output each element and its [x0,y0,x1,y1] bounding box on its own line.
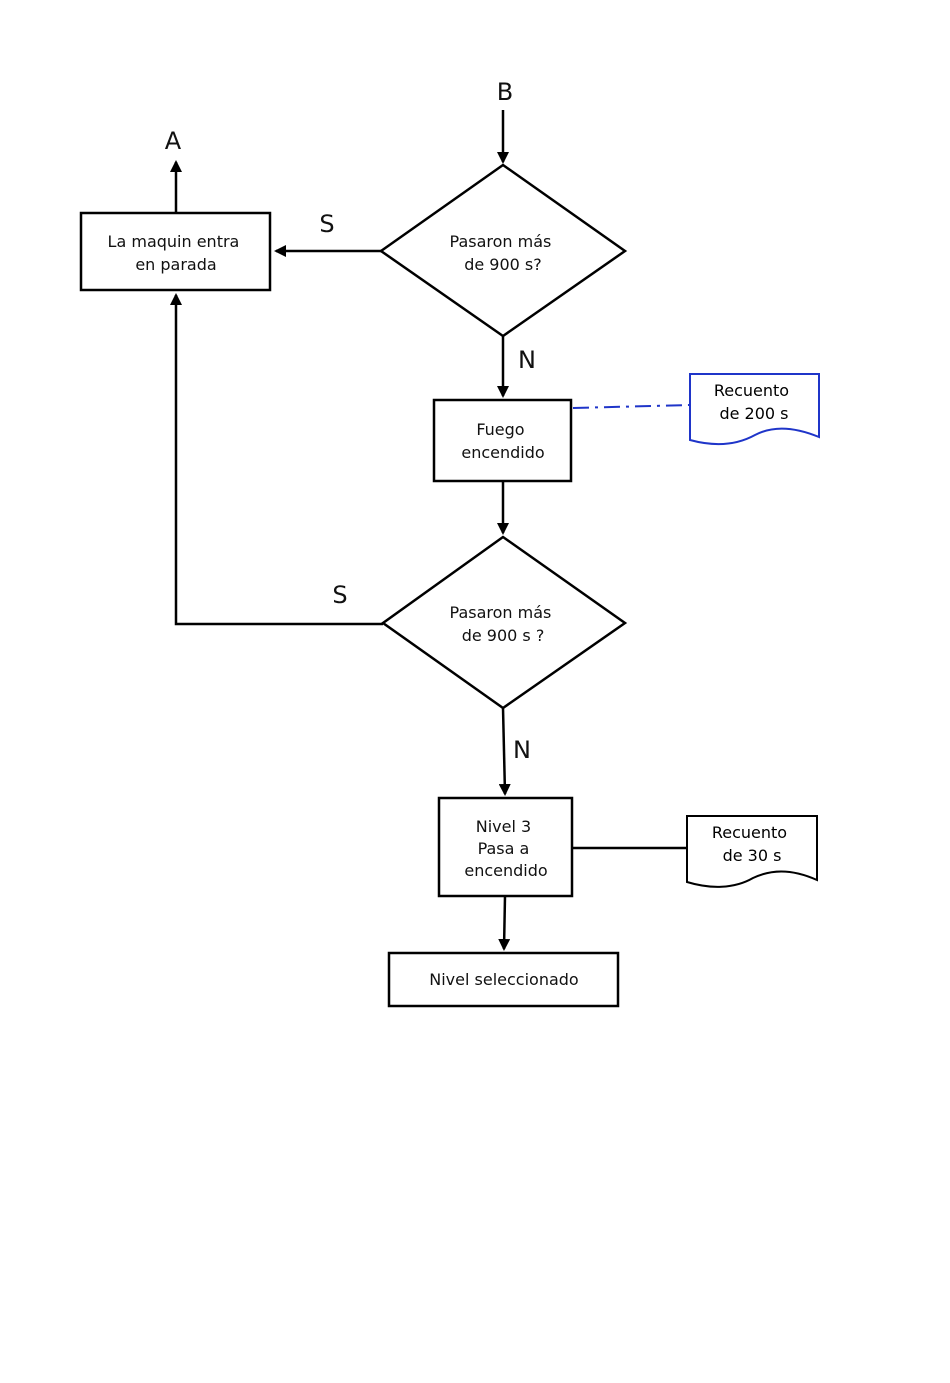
process-level3-line2: Pasa a [478,839,530,858]
edge-level3-to-selected [504,896,505,949]
process-level3-line1: Nivel 3 [476,817,531,836]
document-30-line2: de 30 s [723,846,782,865]
process-fire-box [434,400,571,481]
decision1-line1: Pasaron más [450,232,552,251]
connector-a-label: A [165,127,182,155]
process-selected-label: Nivel seleccionado [429,970,578,989]
decision2-no-label: N [513,736,531,764]
decision2-line2: de 900 s ? [462,626,545,645]
decision2-diamond [383,537,625,708]
edge-decision2-no [503,708,505,794]
process-stop-line2: en parada [135,255,216,274]
document-200-line2: de 200 s [719,404,788,423]
connector-b-label: B [497,78,513,106]
decision1-line2: de 900 s? [464,255,542,274]
process-stop-line1: La maquin entra [108,232,240,251]
annotation-link-200 [573,405,690,408]
decision1-yes-label: S [319,210,334,238]
process-fire-line1: Fuego [476,420,524,439]
process-stop-box [81,213,270,290]
document-30-line1: Recuento [712,823,787,842]
decision1-no-label: N [518,346,536,374]
decision2-yes-label: S [332,581,347,609]
decision2-line1: Pasaron más [450,603,552,622]
process-fire-line2: encendido [461,443,544,462]
process-level3-line3: encendido [464,861,547,880]
document-200-line1: Recuento [714,381,789,400]
edge-decision2-yes [176,295,383,624]
